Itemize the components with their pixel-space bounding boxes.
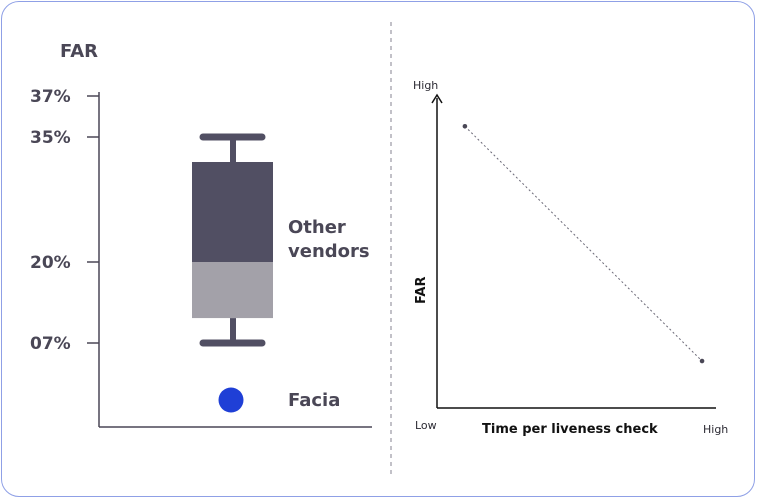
facia-label: Facia bbox=[288, 390, 340, 411]
y-tick-high: High bbox=[413, 79, 438, 92]
box-lower-quartile bbox=[192, 262, 273, 319]
x-axis-title: Time per liveness check bbox=[482, 422, 658, 437]
y-tick-label: 37% bbox=[30, 87, 71, 107]
line-chart-panel: High Low High Time per liveness check FA… bbox=[413, 79, 728, 437]
y-tick-label: 20% bbox=[30, 253, 71, 273]
x-tick-low: Low bbox=[415, 419, 437, 432]
x-tick-high: High bbox=[703, 423, 728, 436]
y-axis-title: FAR bbox=[414, 277, 429, 304]
trend-point bbox=[699, 358, 705, 364]
trend-line bbox=[464, 125, 703, 362]
y-axis-arrowhead bbox=[431, 93, 443, 104]
facia-point bbox=[218, 387, 244, 413]
box-plot-y-title: FAR bbox=[60, 41, 98, 62]
y-tick-label: 35% bbox=[30, 128, 71, 148]
y-tick-label: 07% bbox=[30, 334, 71, 354]
trend-point bbox=[462, 124, 468, 129]
box-upper-quartile bbox=[192, 162, 273, 262]
